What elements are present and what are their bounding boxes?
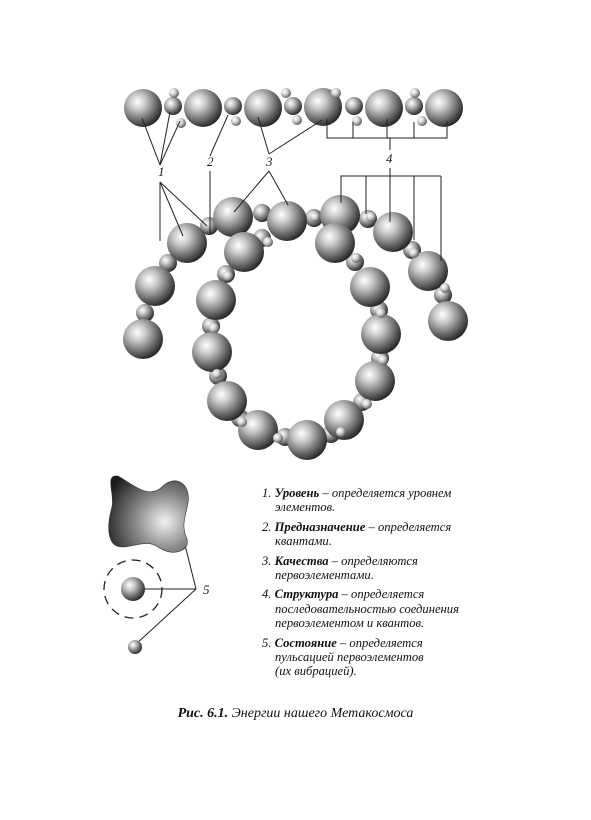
top-chain	[124, 88, 463, 128]
quantum	[212, 369, 222, 379]
figure-title: Энергии нашего Метакосмоса	[228, 706, 414, 721]
element-sphere	[304, 88, 342, 126]
element-sphere	[361, 314, 401, 354]
callout-lines	[134, 111, 448, 646]
element-sphere	[167, 223, 207, 263]
callout-label-structure: 4	[386, 151, 393, 166]
primary-element	[224, 97, 242, 115]
element-sphere	[244, 89, 282, 127]
element-sphere	[287, 420, 327, 460]
quantum	[223, 271, 233, 281]
deformed-element-blob	[108, 475, 189, 553]
quantum	[231, 116, 241, 126]
element-sphere	[184, 89, 222, 127]
small-element	[128, 640, 142, 654]
element-sphere	[355, 361, 395, 401]
primary-element	[164, 97, 182, 115]
legend: 1. Уровень – определяется уровнем элемен…	[262, 486, 562, 684]
element-sphere	[135, 266, 175, 306]
element-sphere	[373, 212, 413, 252]
pulsating-element	[121, 577, 145, 601]
element-sphere	[365, 89, 403, 127]
legend-item-state: 5. Состояние – определяется пульсацией п…	[262, 635, 424, 679]
quantum	[273, 433, 283, 443]
quantum	[237, 417, 247, 427]
quantum	[310, 212, 320, 222]
primary-element	[405, 97, 423, 115]
legend-item-level: 1. Уровень – определяется уровнем элемен…	[262, 486, 452, 515]
element-sphere	[192, 332, 232, 372]
element-sphere	[324, 400, 364, 440]
figure-number: Рис. 6.1.	[177, 706, 229, 721]
element-sphere	[213, 197, 253, 237]
element-sphere	[123, 319, 163, 359]
primary-element	[345, 97, 363, 115]
lower-chains	[123, 195, 468, 460]
callout-label-qualities: 3	[265, 154, 273, 169]
quantum	[409, 248, 419, 258]
quantum	[366, 212, 376, 222]
quantum	[331, 88, 341, 98]
legend-item-purpose: 2. Предназначение – определяется квантам…	[262, 519, 452, 549]
legend-item-qualities: 3. Качества – определяются первоэлемента…	[262, 553, 418, 583]
element-sphere	[124, 89, 162, 127]
quantum	[263, 237, 273, 247]
quantum	[376, 308, 386, 318]
callout-label-state: 5	[203, 582, 210, 597]
element-sphere	[196, 280, 236, 320]
element-sphere	[408, 251, 448, 291]
quantum	[352, 116, 362, 126]
quantum	[336, 427, 346, 437]
quantum	[292, 115, 302, 125]
primary-element	[253, 204, 271, 222]
element-sphere	[267, 201, 307, 241]
figure-caption: Рис. 6.1. Энергии нашего Метакосмоса	[0, 706, 591, 722]
quantum	[417, 116, 427, 126]
quantum	[440, 283, 450, 293]
primary-element	[159, 254, 177, 272]
quantum	[410, 88, 420, 98]
primary-element	[136, 304, 154, 322]
callout-label-level: 1	[158, 164, 165, 179]
element-sphere	[315, 223, 355, 263]
primary-element	[284, 97, 302, 115]
quantum	[351, 253, 361, 263]
callout-label-purpose: 2	[207, 154, 214, 169]
element-sphere	[425, 89, 463, 127]
legend-item-structure: 4. Структура – определяется последовател…	[262, 587, 459, 631]
quantum	[169, 88, 179, 98]
element-sphere	[224, 232, 264, 272]
primary-element	[200, 217, 218, 235]
element-sphere	[207, 381, 247, 421]
element-sphere	[428, 301, 468, 341]
quantum	[209, 323, 219, 333]
quantum	[281, 88, 291, 98]
quantum	[362, 399, 372, 409]
element-sphere	[350, 267, 390, 307]
pulsation-orbit	[103, 559, 163, 619]
quantum	[378, 355, 388, 365]
element-sphere	[238, 410, 278, 450]
